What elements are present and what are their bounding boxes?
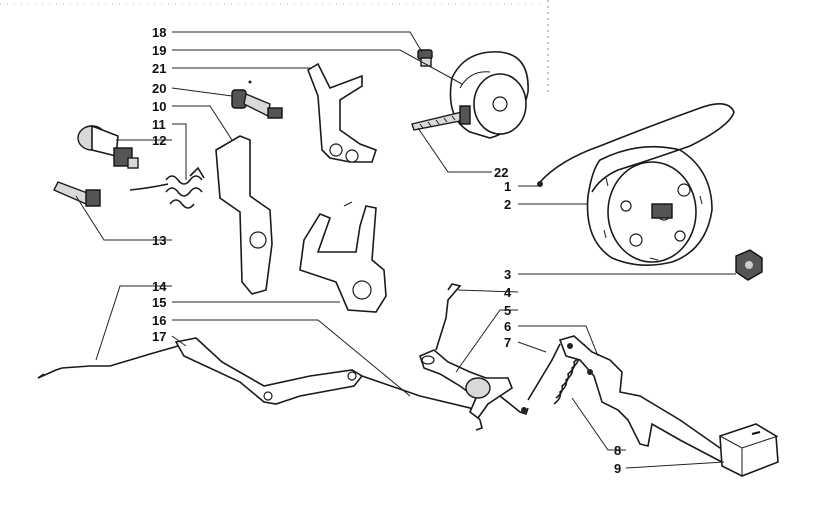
part-10-bracket-plate — [215, 135, 273, 295]
callout-2: 2 — [504, 197, 511, 212]
callout-5: 5 — [504, 303, 511, 318]
callout-3: 3 — [504, 267, 511, 282]
part-19-drum — [449, 51, 529, 139]
callout-9: 9 — [614, 461, 621, 476]
callout-20: 20 — [152, 81, 166, 96]
part-4-5-lever-assembly — [419, 283, 529, 420]
callout-16: 16 — [152, 313, 166, 328]
part-17-lever — [174, 337, 364, 405]
leader-lines — [75, 31, 736, 469]
callout-1: 1 — [504, 179, 511, 194]
callout-17: 17 — [152, 329, 166, 344]
part-1-lead-wire — [537, 103, 735, 193]
callout-15: 15 — [152, 295, 166, 310]
callout-labels: 18 19 21 20 10 11 12 13 14 15 16 17 22 1… — [152, 25, 621, 476]
callout-8: 8 — [614, 443, 621, 458]
part-2-flywheel — [586, 145, 713, 266]
part-14-rod — [37, 341, 201, 379]
callout-21: 21 — [152, 61, 166, 76]
part-6-pedal-arm — [558, 335, 742, 470]
callout-11: 11 — [152, 117, 166, 132]
callout-19: 19 — [152, 43, 166, 58]
part-9-pedal-pad — [719, 423, 779, 477]
part-13-pin — [53, 181, 101, 207]
part-21-bracket — [307, 62, 378, 163]
part-11-spring — [129, 166, 205, 209]
part-3-nut — [735, 249, 763, 281]
callout-4: 4 — [504, 285, 512, 300]
part-18-bolt — [417, 49, 433, 67]
callout-13: 13 — [152, 233, 166, 248]
part-7-spring-link — [527, 343, 561, 401]
callout-10: 10 — [152, 99, 166, 114]
callout-14: 14 — [152, 279, 167, 294]
part-15-bracket — [299, 201, 387, 313]
part-22-screw — [411, 105, 471, 131]
callout-12: 12 — [152, 133, 166, 148]
part-20-shoulder-bolt — [231, 80, 283, 119]
callout-7: 7 — [504, 335, 511, 350]
callout-22: 22 — [494, 165, 508, 180]
callout-6: 6 — [504, 319, 511, 334]
callout-18: 18 — [152, 25, 166, 40]
part-12-knob — [77, 124, 139, 169]
